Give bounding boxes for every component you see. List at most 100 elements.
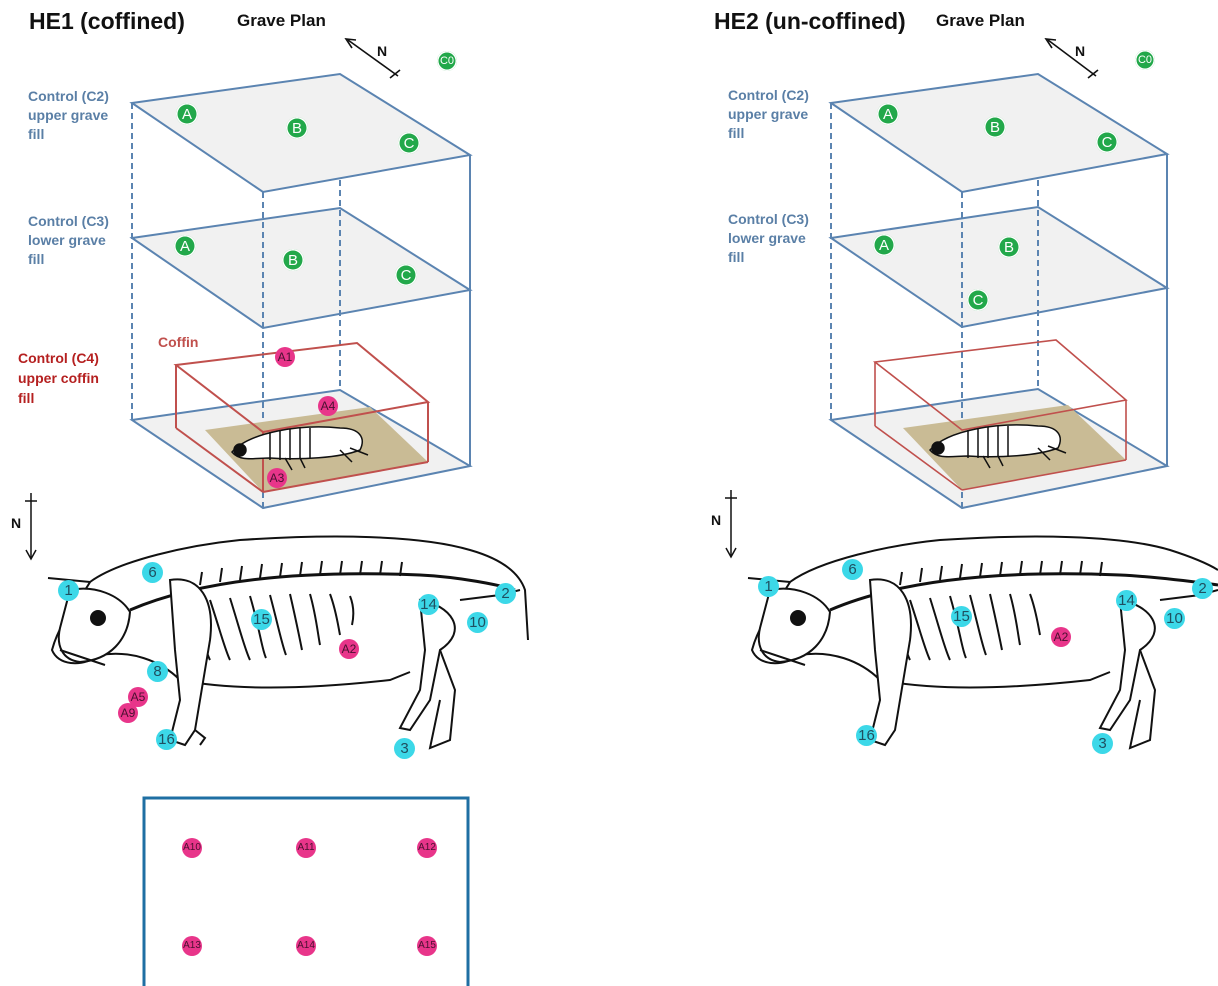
- he1-plan-label: Grave Plan: [237, 11, 326, 30]
- he1-upper-marker-c-text: C: [403, 134, 415, 152]
- he1-body-sample-a9: A9: [118, 703, 138, 723]
- he2-body-marker-3-text: 3: [1098, 735, 1107, 752]
- he2-lower-marker-c-text: C: [972, 291, 984, 309]
- he2-body-marker-16: 16: [856, 725, 877, 746]
- he1-title: HE1 (coffined): [29, 8, 185, 34]
- he1-upper-marker-a-text: A: [181, 105, 192, 123]
- he2-c2-line2: upper grave: [728, 106, 809, 122]
- he2-body-marker-1-text: 1: [764, 578, 773, 595]
- he1-c3-line1: Control (C3): [28, 213, 109, 229]
- he1-c3-label: Control (C3) lower grave fill: [28, 212, 109, 269]
- he2-body-marker-10: 10: [1164, 608, 1185, 629]
- he2-body-marker-2-text: 2: [1198, 580, 1207, 597]
- he2-north-arrow: [1044, 38, 1099, 79]
- he2-outline-box: [872, 339, 1128, 491]
- he2-c2-label: Control (C2) upper grave fill: [728, 86, 809, 143]
- he1-body-sample-a9-text: A9: [120, 706, 136, 720]
- he1-c2-line3: fill: [28, 126, 45, 142]
- he1-coffin-marker-a3-text: A3: [269, 471, 285, 485]
- he2-grave-pig: [929, 424, 1067, 469]
- he1-body-marker-3: 3: [394, 738, 415, 759]
- he2-body-marker-15-text: 15: [953, 608, 970, 625]
- he1-c3-line2: lower grave: [28, 232, 106, 248]
- he1-upper-marker-b: B: [286, 117, 308, 139]
- he2-body-marker-14-text: 14: [1118, 592, 1135, 609]
- he1-coffin-pig: [231, 426, 369, 471]
- he2-upper-marker-b-text: B: [989, 118, 1000, 136]
- he1-c4-line1: Control (C4): [18, 350, 99, 366]
- he1-grid-marker-a13-text: A13: [183, 940, 201, 951]
- he2-upper-marker-c-text: C: [1101, 133, 1113, 151]
- he2-title: HE2 (un-coffined): [714, 8, 906, 34]
- he2-north-letter: N: [1075, 43, 1086, 59]
- he1-north-letter: N: [377, 43, 388, 59]
- he1-body-marker-1: 1: [58, 580, 79, 601]
- he2-upper-marker-a: A: [877, 103, 899, 125]
- he1-body-sample-a5-text: A5: [130, 690, 146, 704]
- he2-lower-marker-b: B: [998, 236, 1020, 258]
- he2-c0-text: C0: [1137, 53, 1153, 66]
- he1-lower-marker-a: A: [174, 235, 196, 257]
- he1-c3-line3: fill: [28, 251, 45, 267]
- he1-lower-marker-a-text: A: [179, 237, 190, 255]
- he1-coffin-marker-a1-text: A1: [277, 350, 293, 364]
- he1-grave-box: [129, 72, 473, 510]
- he1-grid-marker-a14: A14: [296, 936, 316, 956]
- he2-c3-line3: fill: [728, 249, 745, 265]
- he1-body-marker-14-text: 14: [420, 596, 437, 613]
- he1-upper-marker-b-text: B: [291, 119, 302, 137]
- he2-c3-line2: lower grave: [728, 230, 806, 246]
- he1-grid-marker-a10: A10: [182, 838, 202, 858]
- he2-pig-skeleton: [747, 535, 1218, 750]
- he1-body-marker-1-text: 1: [64, 582, 73, 599]
- he1-grid-marker-a12-text: A12: [418, 842, 436, 853]
- he1-grid-marker-a12: A12: [417, 838, 437, 858]
- he1-body-marker-8-text: 8: [153, 663, 162, 680]
- he2-body-marker-2: 2: [1192, 578, 1213, 599]
- he2-upper-marker-c: C: [1096, 131, 1118, 153]
- he1-body-marker-16: 16: [156, 729, 177, 750]
- he1-upper-marker-c: C: [398, 132, 420, 154]
- he1-grid-marker-a15: A15: [417, 936, 437, 956]
- he2-north-arrow-lower: [725, 490, 737, 559]
- he1-c0-marker: C0: [437, 51, 457, 71]
- he1-grid-marker-a15-text: A15: [418, 940, 436, 951]
- he2-c0-marker: C0: [1135, 50, 1155, 70]
- he2-body-sample-a2-text: A2: [1053, 630, 1069, 644]
- he2-c3-label: Control (C3) lower grave fill: [728, 210, 809, 267]
- he2-c3-line1: Control (C3): [728, 211, 809, 227]
- he1-grid-marker-a10-text: A10: [183, 842, 201, 853]
- he1-body-marker-2: 2: [495, 583, 516, 604]
- he2-upper-marker-b: B: [984, 116, 1006, 138]
- he2-c2-line1: Control (C2): [728, 87, 809, 103]
- he2-body-marker-6-text: 6: [848, 561, 857, 578]
- he1-body-sample-a2: A2: [339, 639, 359, 659]
- he2-body-marker-14: 14: [1116, 590, 1137, 611]
- he1-body-marker-6: 6: [142, 562, 163, 583]
- he2-lower-marker-a-text: A: [878, 236, 889, 254]
- he1-lower-marker-b: B: [282, 249, 304, 271]
- he1-grid-marker-a11: A11: [296, 838, 316, 858]
- he1-coffin-marker-a1: A1: [275, 347, 295, 367]
- he2-north-lower-letter: N: [711, 512, 722, 528]
- he1-c4-line2: upper coffin: [18, 370, 99, 386]
- he2-body-marker-10-text: 10: [1166, 610, 1183, 627]
- he2-body-marker-15: 15: [951, 606, 972, 627]
- he1-north-arrow: [344, 38, 401, 79]
- he1-grid-marker-a14-text: A14: [297, 940, 315, 951]
- he2-body-marker-1: 1: [758, 576, 779, 597]
- he1-body-marker-15-text: 15: [253, 611, 270, 628]
- he1-grid-marker-a11-text: A11: [297, 842, 315, 853]
- he1-lower-marker-c-text: C: [400, 266, 412, 284]
- he1-c2-line2: upper grave: [28, 107, 109, 123]
- he1-coffin-marker-a3: A3: [267, 468, 287, 488]
- he1-body-sample-a2-text: A2: [341, 642, 357, 656]
- he1-upper-marker-a: A: [176, 103, 198, 125]
- he1-c2-label: Control (C2) upper grave fill: [28, 87, 109, 144]
- he1-grid-marker-a13: A13: [182, 936, 202, 956]
- he1-north-arrow-lower: [25, 493, 37, 561]
- he2-upper-marker-a-text: A: [882, 105, 893, 123]
- he2-body-marker-3: 3: [1092, 733, 1113, 754]
